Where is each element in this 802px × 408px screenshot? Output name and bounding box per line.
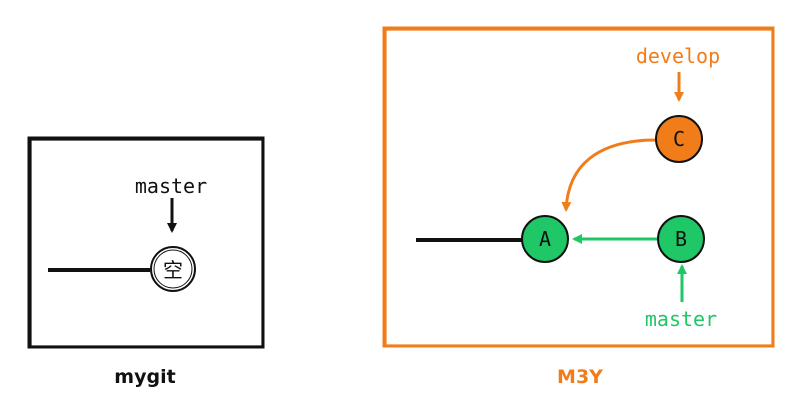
commit-node-b-label: B <box>675 227 687 251</box>
m3y-caption: M3Y <box>557 366 603 388</box>
commit-node-c <box>655 115 703 163</box>
c-to-a-arrow <box>561 138 657 212</box>
m3y-panel-frame <box>382 26 775 348</box>
mygit-panel-frame <box>27 136 265 349</box>
master-label: master <box>645 307 717 331</box>
mygit-empty-node-inner <box>153 249 193 289</box>
mygit-caption: mygit <box>114 366 176 388</box>
commit-node-a-label: A <box>539 227 551 251</box>
commit-node-a <box>521 215 569 263</box>
commit-node-b <box>657 215 705 263</box>
commit-node-c-label: C <box>673 127 685 151</box>
m3y-panel: develop master C A B <box>382 26 775 348</box>
mygit-master-label: master <box>135 174 207 198</box>
mygit-empty-node-label: 空 <box>163 258 183 282</box>
m3y-panel-frame-sketch <box>385 29 773 346</box>
mygit-empty-node <box>150 246 196 292</box>
mygit-panel: master 空 <box>27 136 265 349</box>
develop-label: develop <box>636 44 720 68</box>
mygit-panel-frame-sketch <box>30 139 263 347</box>
